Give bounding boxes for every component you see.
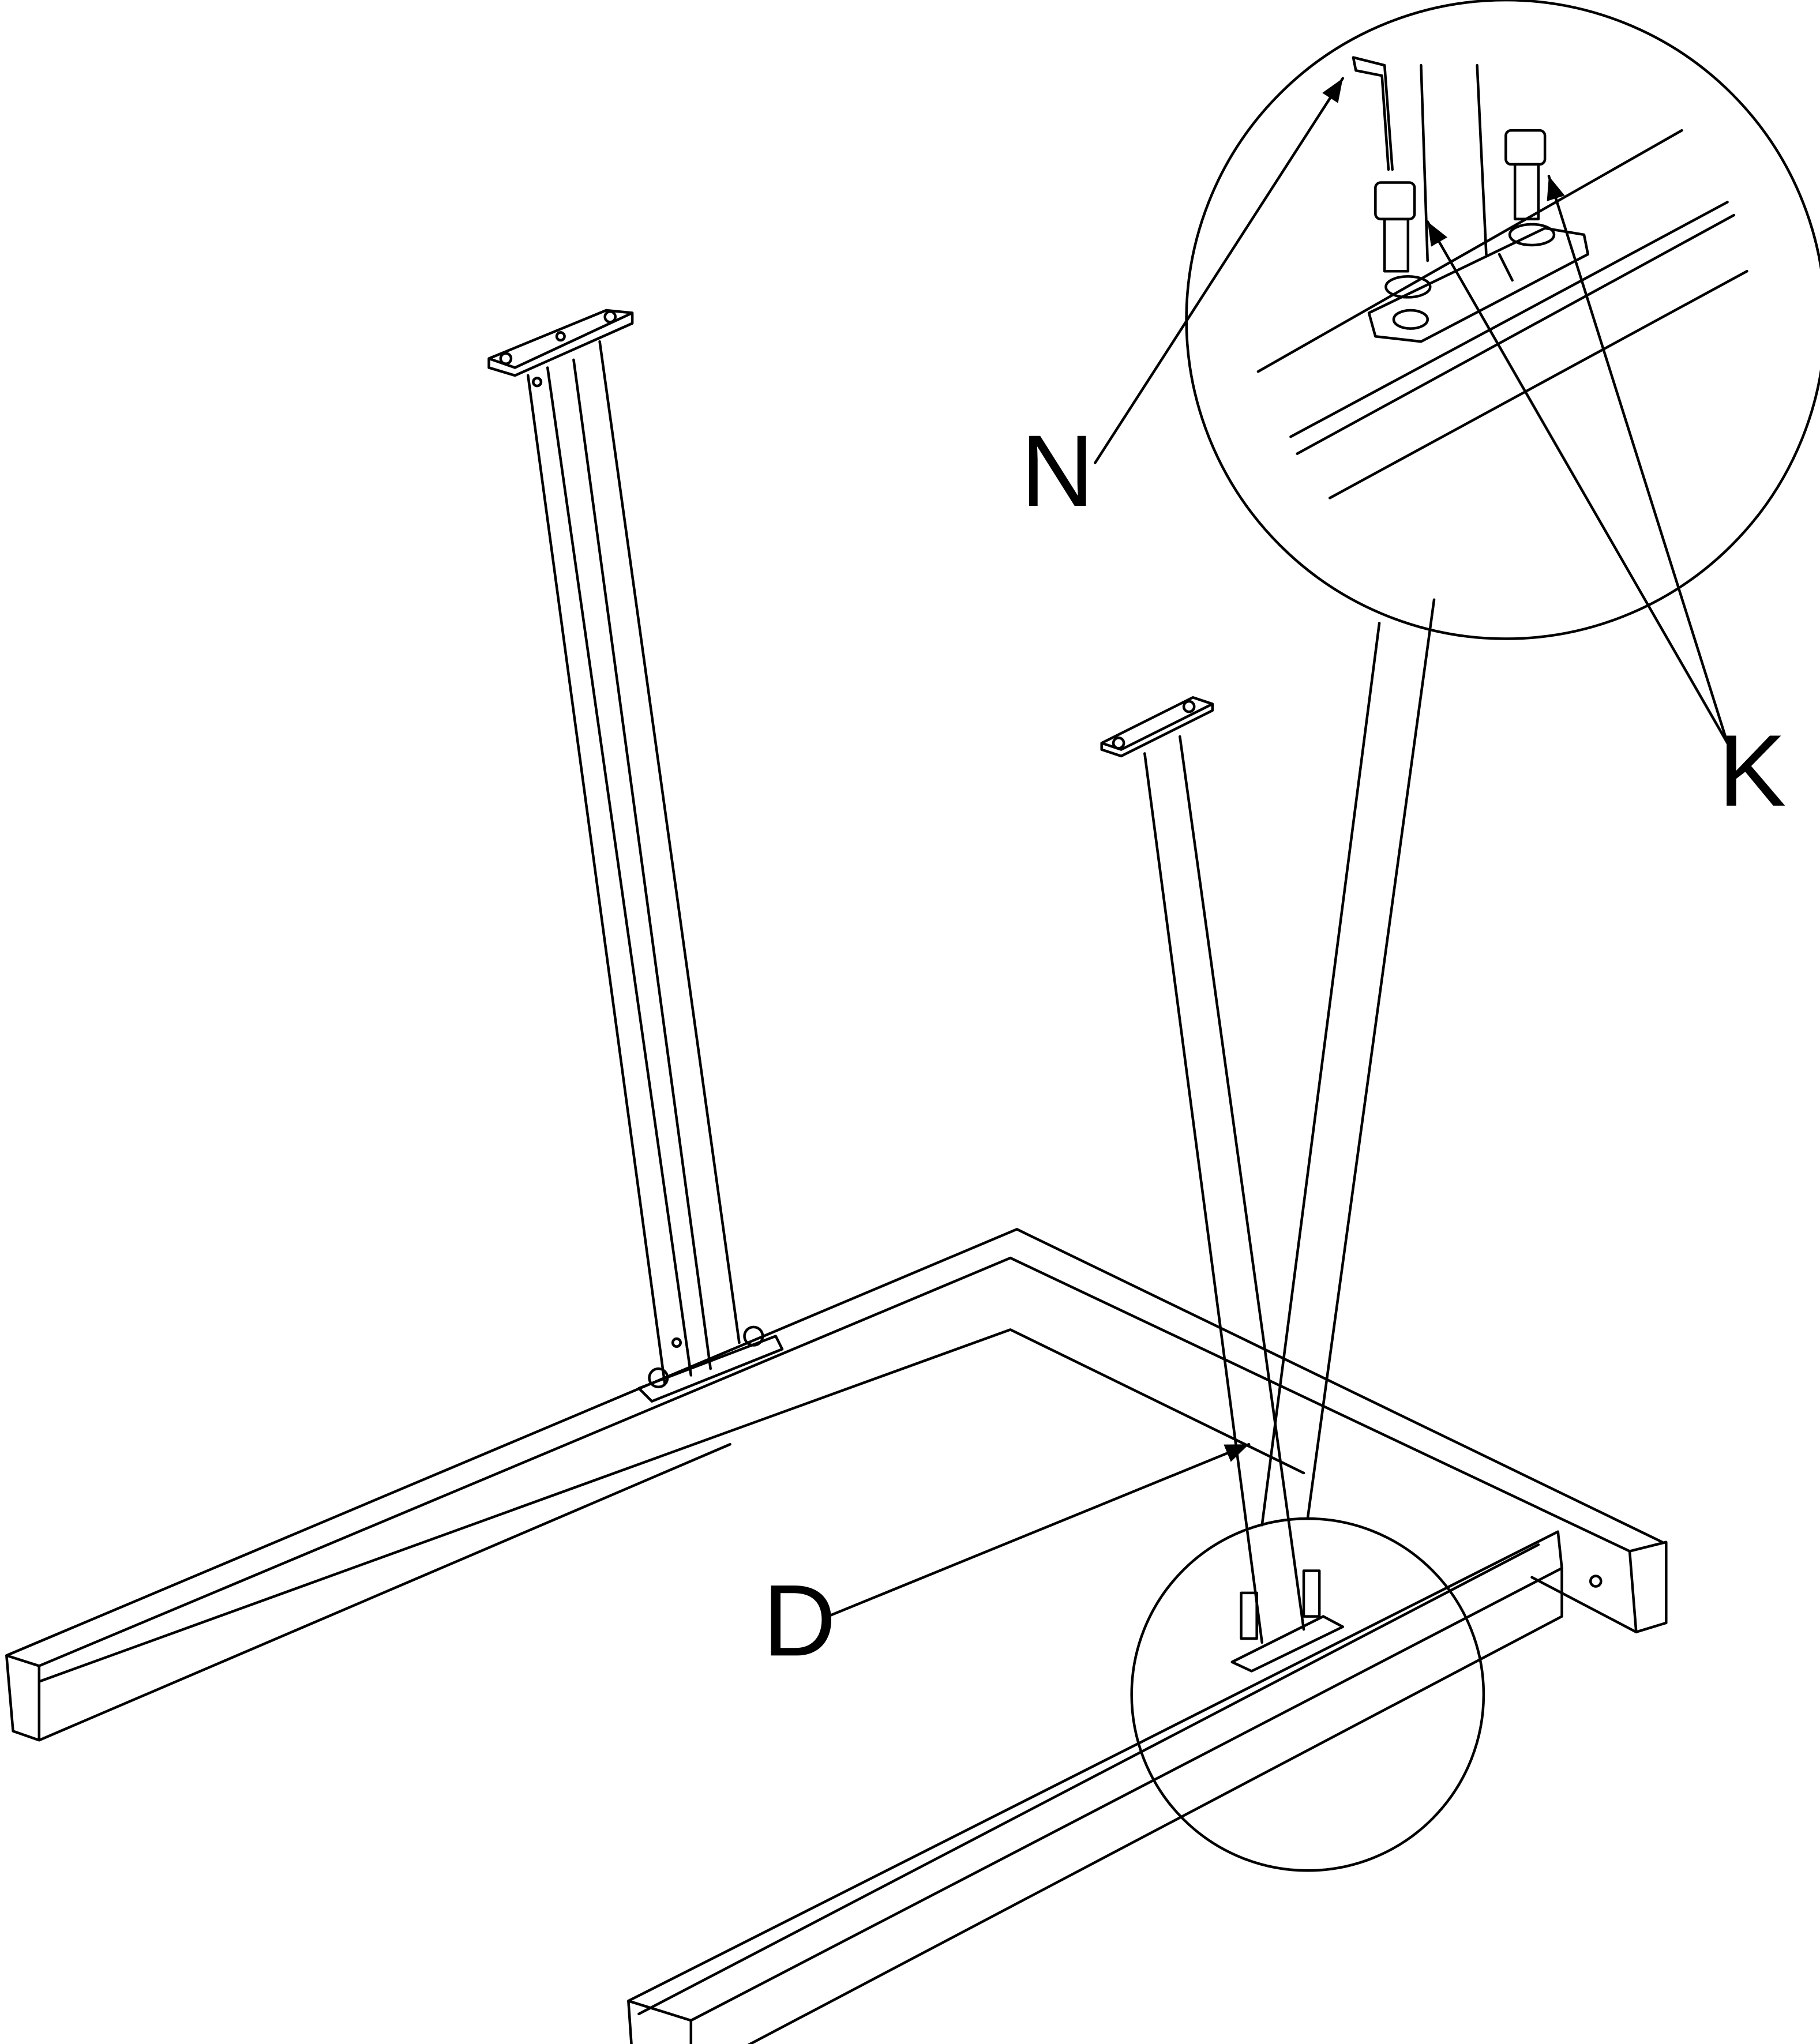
leader-d — [826, 1442, 1251, 1618]
label-k: K — [1718, 714, 1787, 828]
leader-n — [1094, 77, 1345, 464]
label-n: N — [1021, 414, 1094, 528]
hex-key-icon — [1352, 56, 1394, 171]
leader-k-2 — [1547, 174, 1729, 745]
detail-view — [1185, 0, 1820, 640]
leader-k-1 — [1426, 220, 1729, 745]
beam-hole — [1589, 1575, 1603, 1588]
right-beam-end — [1530, 1540, 1668, 1633]
magnifier-connectors — [1260, 598, 1436, 1527]
label-d: D — [763, 1564, 836, 1677]
right-leg — [1100, 696, 1345, 1673]
left-beam — [5, 1228, 1664, 1742]
front-crossbar — [627, 1530, 1563, 2044]
left-leg — [487, 309, 784, 1403]
frame-base — [5, 1228, 1668, 2044]
